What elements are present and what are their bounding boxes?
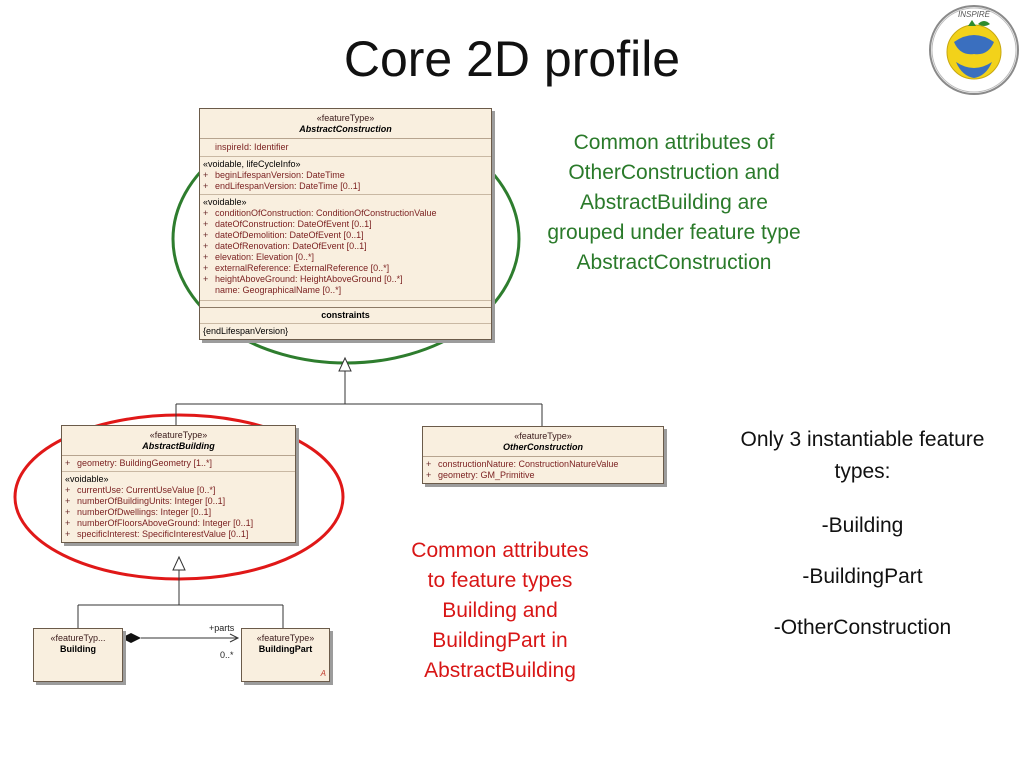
attribute-row: +constructionNature: ConstructionNatureV… bbox=[426, 459, 619, 469]
inspire-logo: INSPIRE bbox=[929, 5, 1019, 95]
stereotype: «featureType» bbox=[256, 633, 315, 643]
abstract-tag: A bbox=[320, 669, 326, 678]
attribute-row: +heightAboveGround: HeightAboveGround [0… bbox=[203, 274, 403, 284]
attribute-row: +numberOfDwellings: Integer [0..1] bbox=[65, 507, 212, 517]
attribute-group-label: «voidable» bbox=[203, 197, 247, 207]
attribute-row: +geometry: BuildingGeometry [1..*] bbox=[65, 458, 213, 468]
attribute-group-label: «voidable» bbox=[65, 474, 109, 484]
class-name: Building bbox=[60, 644, 96, 654]
attribute-row: name: GeographicalName [0..*] bbox=[215, 285, 342, 295]
association-role: +parts bbox=[209, 623, 235, 633]
attribute-row: +beginLifespanVersion: DateTime bbox=[203, 170, 345, 180]
attribute-row: +geometry: GM_Primitive bbox=[426, 470, 535, 480]
attribute-row: +dateOfRenovation: DateOfEvent [0..1] bbox=[203, 241, 367, 251]
class-name: OtherConstruction bbox=[503, 442, 583, 452]
stereotype: «featureType» bbox=[514, 431, 572, 441]
stereotype: «featureType» bbox=[316, 113, 375, 123]
slide-title: Core 2D profile bbox=[343, 31, 681, 87]
attribute-row: +numberOfFloorsAboveGround: Integer [0..… bbox=[65, 518, 254, 528]
class-name: AbstractConstruction bbox=[299, 124, 392, 134]
stereotype: «featureTyp... bbox=[50, 633, 106, 643]
class-building-part: «featureType» BuildingPart A bbox=[241, 628, 330, 682]
attribute-group-label: «voidable, lifeCycleInfo» bbox=[203, 159, 301, 169]
note-instantiable-title: Only 3 instantiable feature types: bbox=[740, 428, 985, 483]
svg-text:INSPIRE: INSPIRE bbox=[958, 10, 991, 19]
instantiable-item-other-construction: -OtherConstruction bbox=[773, 616, 952, 639]
constraint-text: {endLifespanVersion} bbox=[203, 326, 289, 336]
stereotype: «featureType» bbox=[149, 430, 208, 440]
note-abstract-building: Common attributes to feature types Build… bbox=[411, 539, 589, 682]
class-abstract-construction: «featureType» AbstractConstruction inspi… bbox=[199, 108, 492, 340]
composition-diamond bbox=[121, 633, 141, 643]
class-building: «featureTyp... Building bbox=[33, 628, 123, 682]
attribute-row: +conditionOfConstruction: ConditionOfCon… bbox=[203, 208, 437, 218]
generalization-arrow-abstractbuilding bbox=[172, 555, 186, 571]
attribute-row: inspireId: Identifier bbox=[215, 142, 289, 152]
generalization-arrow-abstractconstruction bbox=[338, 356, 352, 372]
attribute-row: +numberOfBuildingUnits: Integer [0..1] bbox=[65, 496, 226, 506]
constraints-header: constraints bbox=[200, 307, 491, 324]
class-name: BuildingPart bbox=[258, 644, 313, 654]
note-abstract-construction: Common attributes of OtherConstruction a… bbox=[547, 131, 801, 274]
association-multiplicity: 0..* bbox=[220, 650, 234, 660]
attribute-row: +externalReference: ExternalReference [0… bbox=[203, 263, 390, 273]
attribute-row: +endLifespanVersion: DateTime [0..1] bbox=[203, 181, 361, 191]
attribute-row: +currentUse: CurrentUseValue [0..*] bbox=[65, 485, 216, 495]
attribute-row: +dateOfConstruction: DateOfEvent [0..1] bbox=[203, 219, 372, 229]
instantiable-item-building-part: -BuildingPart bbox=[802, 565, 923, 588]
class-other-construction: «featureType» OtherConstruction +constru… bbox=[422, 426, 664, 484]
class-abstract-building: «featureType» AbstractBuilding +geometry… bbox=[61, 425, 296, 543]
attribute-row: +dateOfDemolition: DateOfEvent [0..1] bbox=[203, 230, 364, 240]
instantiable-item-building: -Building bbox=[821, 514, 904, 537]
attribute-row: +specificInterest: SpecificInterestValue… bbox=[65, 529, 249, 539]
class-name: AbstractBuilding bbox=[142, 441, 215, 451]
attribute-row: +elevation: Elevation [0..*] bbox=[203, 252, 315, 262]
